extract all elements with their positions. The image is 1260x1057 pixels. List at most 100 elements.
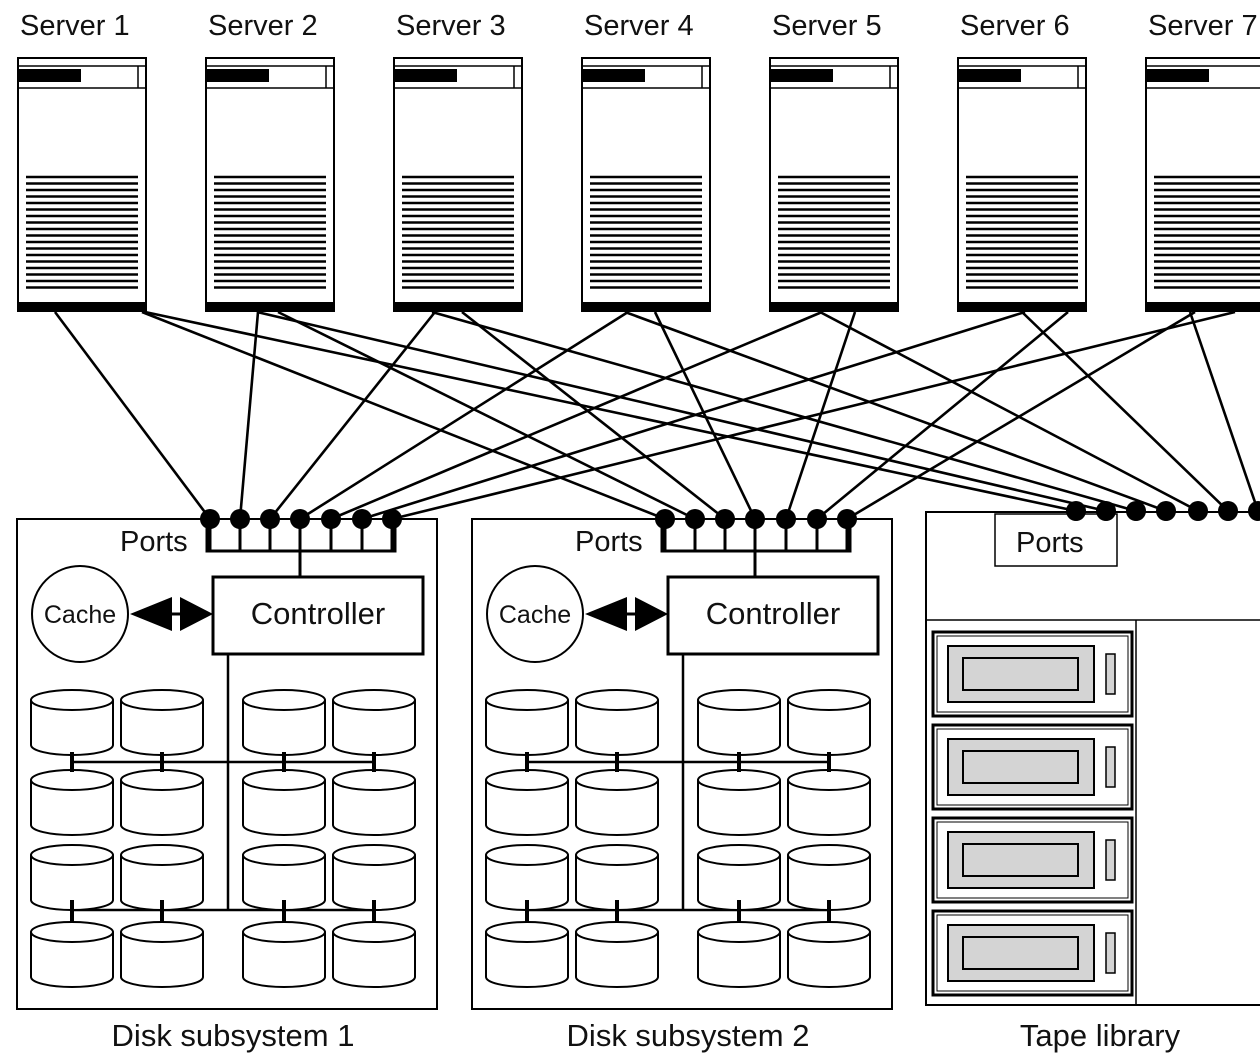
server-base bbox=[957, 302, 1087, 312]
disk-body bbox=[30, 780, 114, 836]
disk-body bbox=[697, 780, 781, 836]
server-tower bbox=[957, 57, 1087, 307]
disk-top bbox=[332, 689, 416, 711]
disk-drive bbox=[30, 921, 114, 988]
server-tower bbox=[205, 57, 335, 307]
server-base bbox=[17, 302, 147, 312]
disk-top bbox=[575, 769, 659, 791]
subsystem-frame bbox=[16, 518, 438, 1010]
disk-top bbox=[242, 844, 326, 866]
cache-label: Cache bbox=[499, 601, 571, 629]
disk-drive bbox=[120, 689, 204, 756]
port-dot bbox=[321, 509, 341, 529]
disk-drive bbox=[575, 921, 659, 988]
servers-row: Server 1 Server 2 Server 3 Server 4 Server 5… bbox=[17, 10, 1260, 312]
disk-top bbox=[242, 921, 326, 943]
server-base bbox=[769, 302, 899, 312]
disk-drive bbox=[575, 769, 659, 836]
disk-body bbox=[332, 780, 416, 836]
tape-drive-inner bbox=[936, 821, 1129, 899]
tape-indicator bbox=[1105, 932, 1116, 974]
disk-body bbox=[242, 780, 326, 836]
subsystem-frame bbox=[471, 518, 893, 1010]
server-4: Server 4 bbox=[581, 10, 711, 312]
disk-body bbox=[332, 932, 416, 988]
disk-top bbox=[485, 921, 569, 943]
disk-body bbox=[120, 932, 204, 988]
arrow-left-icon bbox=[130, 597, 172, 631]
disk-body bbox=[575, 932, 659, 988]
cable-server7-tape bbox=[1188, 311, 1260, 512]
cable-server5-disk1 bbox=[330, 310, 823, 521]
port-dot bbox=[685, 509, 705, 529]
cable-server5-disk2 bbox=[784, 311, 857, 520]
cable-server2-disk1 bbox=[238, 311, 260, 520]
disk-drive bbox=[787, 921, 871, 988]
server-label: Server 1 bbox=[20, 10, 130, 42]
disk-top bbox=[120, 689, 204, 711]
disk-top bbox=[485, 844, 569, 866]
port-dot bbox=[1096, 501, 1116, 521]
port-dot bbox=[260, 509, 280, 529]
disk-drive bbox=[332, 844, 416, 911]
disk-drive bbox=[697, 921, 781, 988]
disk-body bbox=[30, 932, 114, 988]
server-label: Server 4 bbox=[584, 10, 694, 42]
cable-server1-tape bbox=[144, 310, 1077, 513]
tape-indicator bbox=[1105, 653, 1116, 695]
server-tower bbox=[769, 57, 899, 307]
server-label: Server 5 bbox=[772, 10, 882, 42]
tape-ports-box bbox=[994, 513, 1118, 567]
disk-drive bbox=[120, 769, 204, 836]
disk-drive bbox=[787, 769, 871, 836]
server-label: Server 2 bbox=[208, 10, 318, 42]
server-3: Server 3 bbox=[393, 10, 523, 312]
disk-top bbox=[697, 769, 781, 791]
cable-server2-tape bbox=[256, 310, 1107, 513]
controller-box bbox=[666, 575, 880, 656]
controller-box bbox=[211, 575, 425, 656]
tape-drive bbox=[931, 723, 1134, 811]
disk-drive bbox=[697, 769, 781, 836]
server-base bbox=[205, 302, 335, 312]
disk-drive bbox=[485, 769, 569, 836]
server-base bbox=[393, 302, 523, 312]
disk-top bbox=[787, 844, 871, 866]
disk-body bbox=[787, 932, 871, 988]
port-dot bbox=[807, 509, 827, 529]
ports-label: Ports bbox=[120, 526, 188, 558]
port-dot bbox=[200, 509, 220, 529]
cache-circle bbox=[486, 565, 584, 663]
disk-top bbox=[575, 689, 659, 711]
disk-top bbox=[485, 689, 569, 711]
arrow-left-icon bbox=[585, 597, 627, 631]
disk-top bbox=[332, 921, 416, 943]
cache-label: Cache bbox=[44, 601, 116, 629]
disk-body bbox=[485, 932, 569, 988]
disk-top bbox=[242, 689, 326, 711]
tape-slot-inner bbox=[962, 657, 1079, 691]
disk-body bbox=[120, 780, 204, 836]
port-dot bbox=[1066, 501, 1086, 521]
disk-top bbox=[697, 689, 781, 711]
server-label: Server 7 bbox=[1148, 10, 1258, 42]
disk-drive bbox=[30, 689, 114, 756]
port-dot bbox=[1188, 501, 1208, 521]
disk-top bbox=[30, 921, 114, 943]
tape-frame bbox=[925, 511, 1260, 1006]
server-drive-bay bbox=[207, 69, 269, 82]
disk-top bbox=[30, 689, 114, 711]
server-drive-bay bbox=[583, 69, 645, 82]
server-drive-bay bbox=[959, 69, 1021, 82]
server-tower bbox=[17, 57, 147, 307]
cable-server2-disk2 bbox=[277, 310, 696, 521]
port-dot bbox=[352, 509, 372, 529]
server-tower bbox=[581, 57, 711, 307]
disk-drive bbox=[332, 769, 416, 836]
cable-server7-disk1 bbox=[391, 310, 1236, 521]
